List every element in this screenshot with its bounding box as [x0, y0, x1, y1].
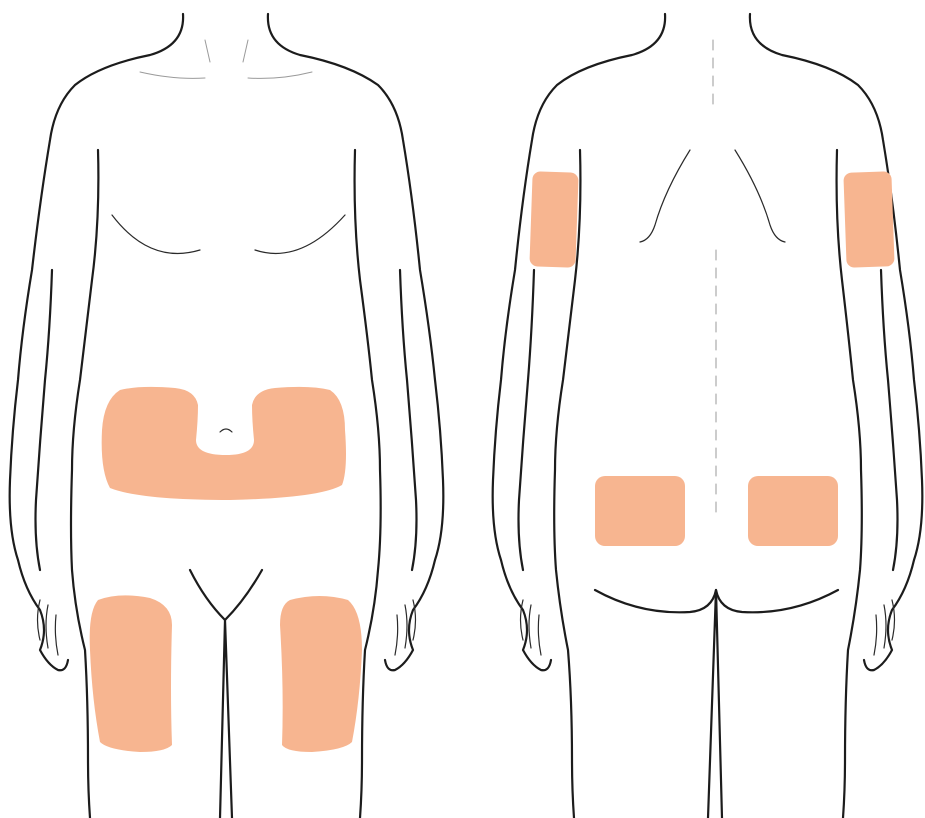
back-right-upper-arm-injection-site: [843, 171, 894, 268]
back-left-outline: [493, 14, 665, 670]
front-right-outline: [268, 14, 443, 670]
front-right-thigh-injection-site: [280, 596, 362, 752]
back-right-buttock-injection-site: [748, 476, 838, 546]
abdomen-injection-site: [102, 387, 346, 500]
back-left-upper-arm-injection-site: [529, 171, 578, 268]
front-chest: [112, 215, 345, 253]
back-spine: [713, 40, 716, 520]
front-collarbone: [140, 72, 312, 78]
back-right-inner-arm: [881, 270, 898, 570]
front-left-torso: [71, 150, 98, 818]
back-inner-legs: [708, 590, 722, 818]
back-left-buttock-injection-site: [595, 476, 685, 546]
front-crotch: [190, 570, 262, 620]
front-neck-lines: [205, 40, 248, 62]
back-shoulder-blades: [640, 150, 785, 242]
front-right-torso: [355, 150, 381, 818]
back-body-figure: [493, 14, 923, 818]
front-body-figure: [10, 14, 444, 818]
front-navel: [220, 429, 232, 432]
back-left-inner-arm: [519, 270, 535, 570]
front-right-inner-arm: [400, 270, 417, 570]
front-inner-legs: [220, 620, 232, 818]
front-left-inner-arm: [36, 270, 53, 570]
back-right-outline: [750, 14, 922, 670]
front-left-outline: [10, 14, 183, 670]
front-left-thigh-injection-site: [90, 595, 172, 752]
